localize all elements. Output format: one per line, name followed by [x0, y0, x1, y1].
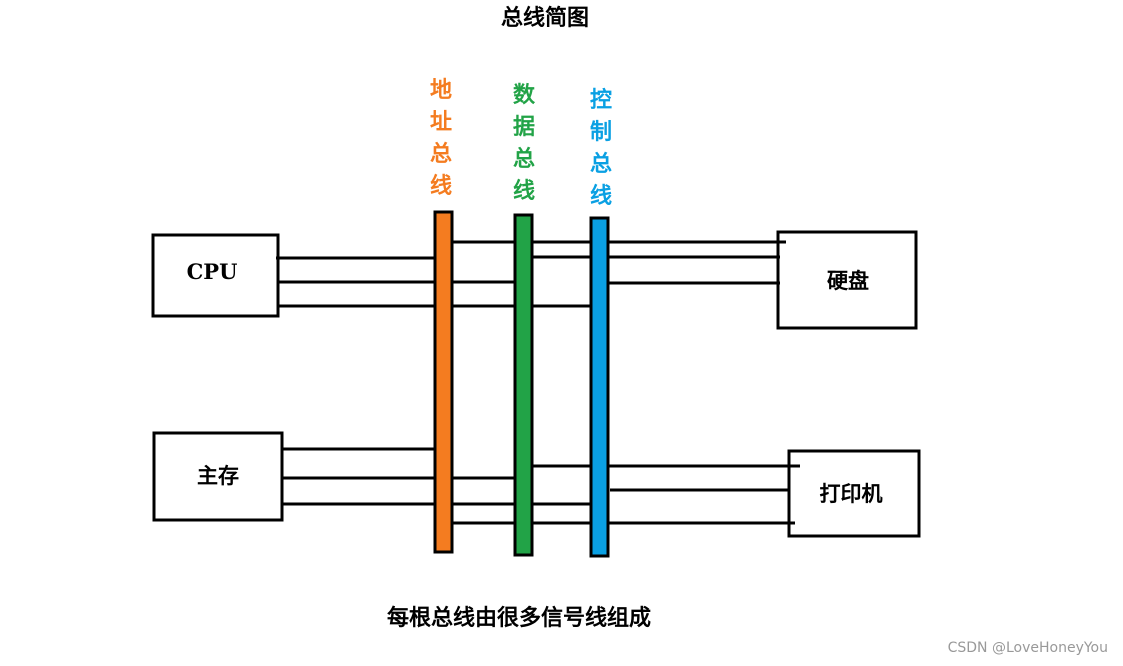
control-bus-bar: [589, 216, 610, 558]
diagram-caption: 每根总线由很多信号线组成: [387, 605, 651, 631]
address-bus-label-char: 址: [430, 109, 452, 135]
data-bus-label-char: 据: [513, 114, 535, 140]
address-bus-label-char: 线: [430, 173, 452, 199]
data-bus-label-char: 数: [513, 82, 536, 108]
control-bus-label-char: 控: [590, 87, 612, 113]
control-bus-label-char: 线: [590, 183, 612, 209]
cpu-box: [151, 233, 280, 318]
data-bus-bar: [513, 213, 534, 557]
address-bus-label: 地 址 总 线: [430, 77, 452, 199]
control-bus-label-char: 制: [590, 119, 612, 145]
disk-box: [776, 230, 918, 330]
control-bus-label: 控 制 总 线: [590, 87, 612, 209]
data-bus-label: 数 据 总 线: [513, 82, 536, 204]
watermark: CSDN @LoveHoneyYou: [948, 640, 1108, 656]
address-bus-label-char: 总: [430, 141, 452, 167]
address-bus-bar: [433, 210, 454, 554]
memory-label: 主存: [197, 463, 239, 488]
control-bus-label-char: 总: [590, 151, 612, 177]
address-bus-label-char: 地: [430, 77, 452, 103]
disk-label: 硬盘: [827, 268, 869, 293]
memory-box: [152, 431, 284, 522]
printer-box: [787, 449, 921, 538]
printer-label: 打印机: [820, 481, 883, 506]
signal-lines: [276, 240, 800, 525]
cpu-label: CPU: [187, 259, 238, 284]
data-bus-label-char: 线: [513, 178, 535, 204]
data-bus-label-char: 总: [513, 146, 535, 172]
diagram-title: 总线简图: [501, 5, 589, 31]
